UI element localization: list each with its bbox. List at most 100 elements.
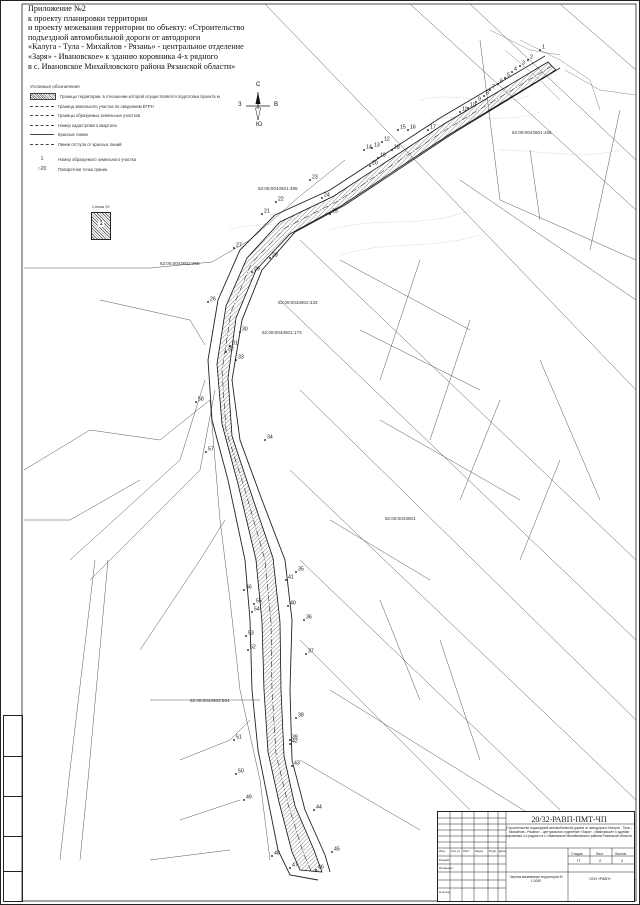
boundary-point-marker [305,653,307,655]
boundary-point-marker [539,49,541,51]
boundary-point-marker [309,179,311,181]
legend-text: Номер образуемого земельного участка [58,157,137,163]
boundary-point-marker [243,589,245,591]
boundary-point-marker [287,605,289,607]
boundary-point-label: 22 [278,197,284,203]
boundary-point-marker [397,129,399,131]
boundary-point-label: 19 [380,153,386,159]
boundary-point-marker [427,129,429,131]
header-line: к проекту планировки территории [28,13,148,23]
boundary-point-label: 8 [486,91,489,97]
boundary-point-label: 37 [308,649,314,655]
cadastral-label: 62:08:0043602:504 [190,698,230,703]
compass-south: Ю [256,122,263,128]
header-line: подъездной автомобильной дороги от автод… [28,32,201,42]
document-code: 20/32-РАВП-ПМТ-ЧП [531,815,607,824]
boundary-point-marker [291,765,293,767]
boundary-point-label: 57 [208,447,214,453]
stamp-sheets-header: Листов [615,852,627,856]
boundary-point-label: 12 [384,137,390,143]
header-line: «Заря» - Ивановское» к зданию коровника … [28,51,218,61]
boundary-point-marker [251,271,253,273]
cadastral-parcel-lines [264,3,637,881]
boundary-point-label: 26 [210,297,216,303]
stamp-sheets-value: 2 [621,858,624,863]
boundary-point-label: 11 [462,107,467,113]
boundary-point-marker [235,773,237,775]
boundary-point-label: 25 [332,209,338,215]
boundary-point-label: 47 [292,863,298,869]
boundary-point-label: 16 [410,125,416,131]
boundary-point-marker [331,851,333,853]
boundary-point-label: 21 [264,209,270,215]
boundary-point-label: 45 [334,847,340,853]
boundary-point-label: 23 [312,175,318,181]
boundary-point-label: 28 [272,253,278,259]
boundary-point-marker [275,201,277,203]
boundary-point-marker [253,603,255,605]
boundary-point-marker [504,77,506,79]
legend-swatch-dashed [30,124,54,126]
legend-item: Номер кадастрового квартала [30,121,220,131]
legend-text: Границы территории, в отношении которой … [60,94,220,100]
map-legend: Условные обозначения Границы территории,… [30,84,220,174]
boundary-point-label: 20 [372,161,378,167]
boundary-point-marker [407,129,409,131]
boundary-point-label: 7 [492,85,495,91]
legend-swatch-hatch [30,93,56,101]
boundary-point-label: 27 [236,243,242,249]
stamp-row-label: Разраб. [439,858,450,862]
boundary-point-marker [233,739,235,741]
boundary-point-label: 31 [232,341,238,347]
boundary-point-label: 52 [250,645,256,651]
stamp-row-label: Изм. [439,849,446,853]
stamp-row-label: Подп. [489,849,497,853]
formed-land-plot-road [216,61,557,873]
boundary-point-label: 14 [366,145,372,151]
boundary-point-label: 1 [542,45,545,51]
boundary-point-label: 2 [530,55,533,61]
boundary-point-label: 58 [198,397,204,403]
plot-scheme-inset: Схема ЗУ 1 [86,204,116,240]
cadastral-label: 62:08:0043601:395 [258,186,298,191]
boundary-point-marker [489,89,491,91]
header-line: и проекту межевания территории по объект… [28,23,245,33]
boundary-point-marker [295,571,297,573]
boundary-point-marker [303,619,305,621]
legend-title: Условные обозначения [30,84,80,89]
boundary-point-marker [391,149,393,151]
boundary-point-marker [289,739,291,741]
boundary-point-marker [261,213,263,215]
boundary-point-marker [363,149,365,151]
stamp-stage-header: Стадия [571,852,583,856]
drawing-frame [21,3,637,902]
boundary-point-marker [285,579,287,581]
boundary-point-marker [321,197,323,199]
cadastral-labels: 62:08:0043601:165 62:08:0043601:395 62:0… [160,130,552,703]
relief-lines [229,94,621,256]
header-line: «Калуга - Тула - Михайлов - Рязань» - це… [28,42,244,52]
boundary-point-label: 44 [316,805,322,811]
cadastral-label: 62:08:0043602:433 [278,300,318,305]
legend-swatch-dashed [30,115,54,117]
boundary-point-marker [233,247,235,249]
boundary-point-marker [207,301,209,303]
boundary-point-label: 13 [374,143,380,149]
legend-swatch-dashed [30,105,54,107]
north-arrow: С Ю З В [238,82,278,128]
boundary-point-label: 9 [478,97,481,103]
boundary-point-label: 32 [228,347,234,353]
legend-item: Границы территории, в отношении которой … [30,92,220,102]
boundary-point-marker [483,95,485,97]
legend-text: Красные линии [58,132,88,138]
boundary-point-marker [269,257,271,259]
stamp-stage-value: П [577,858,580,863]
legend-text: Поворотная точка границ [58,166,108,172]
legend-text: Номер кадастрового квартала [58,122,117,128]
stamp-row-label: Проверил [439,866,453,870]
territory-boundary [207,55,561,881]
stamp-row-label: Н.контр. [439,890,451,894]
boundary-point-marker [371,147,373,149]
